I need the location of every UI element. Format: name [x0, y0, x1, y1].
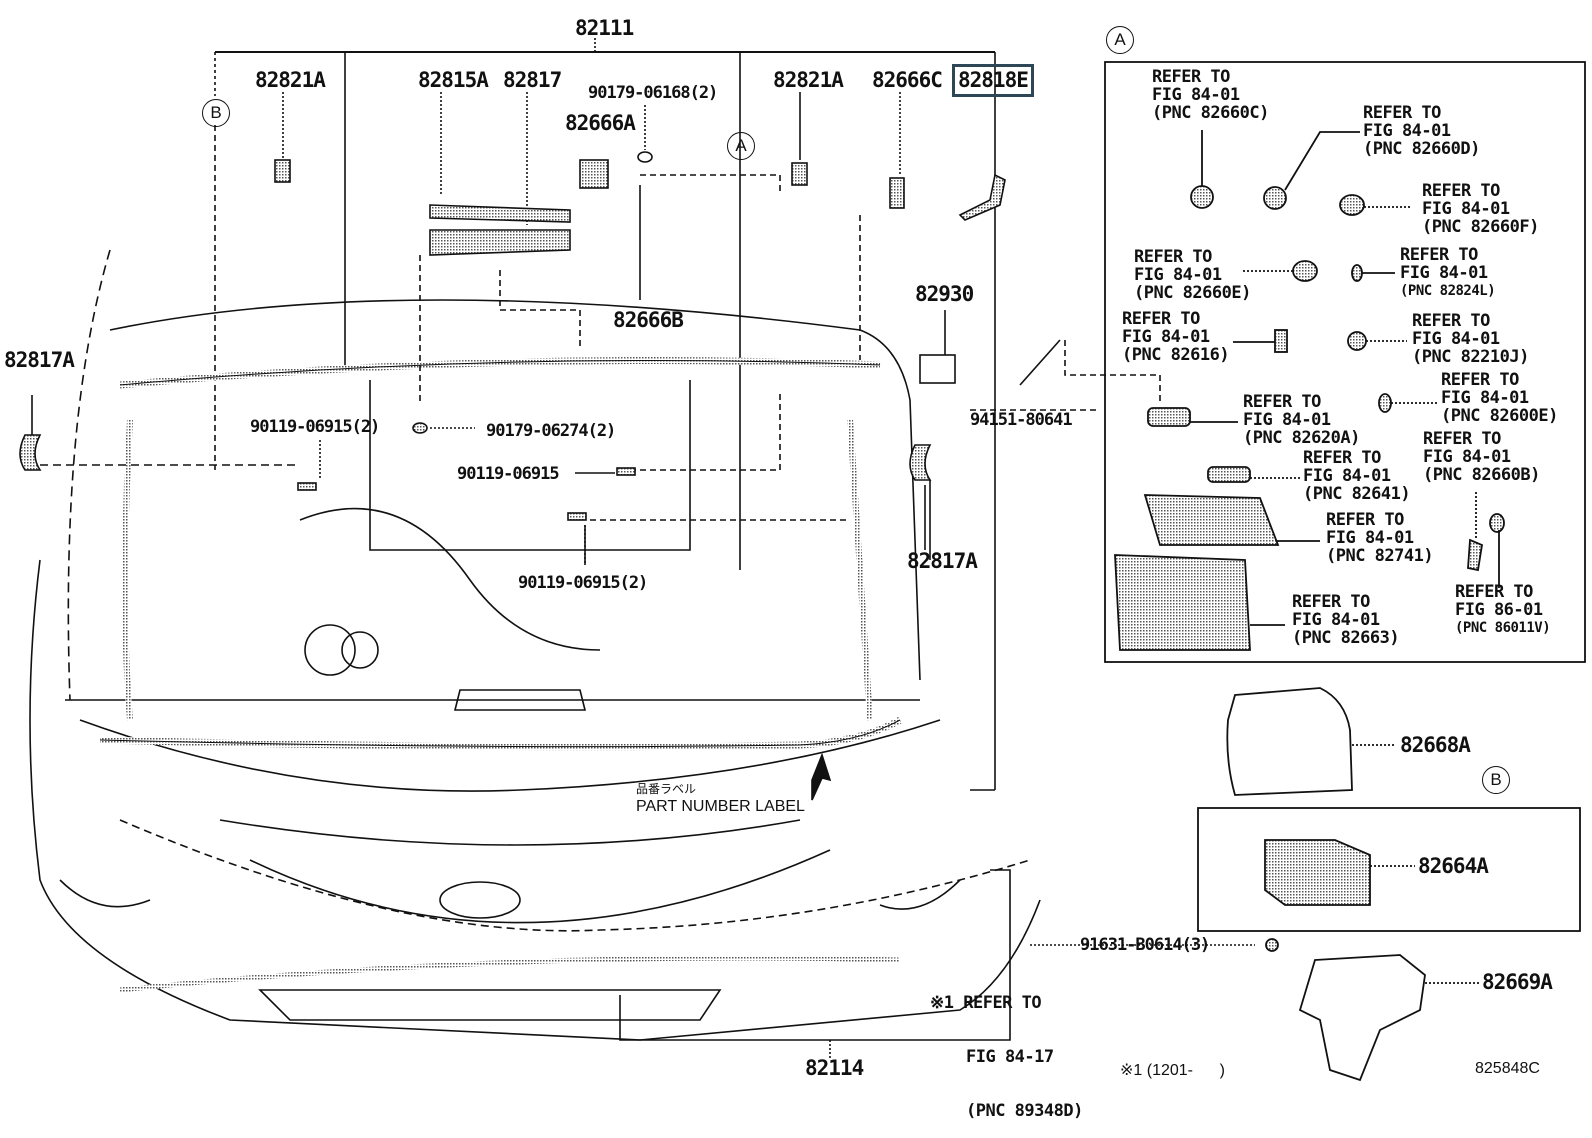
callout-a-main: A [727, 132, 755, 160]
callout-a-box: A [1106, 26, 1134, 54]
wiring-diagram-drawing [19, 38, 1586, 1082]
part-82815a-label[interactable]: 82815A [418, 68, 489, 92]
part-82669a-label[interactable]: 82669A [1482, 970, 1553, 994]
footnote-range: ※1 (1201- ) [1120, 1062, 1225, 1079]
part-82666c-label[interactable]: 82666C [872, 68, 943, 92]
part-82114-label[interactable]: 82114 [805, 1056, 864, 1080]
part-82668a-label[interactable]: 82668A [1400, 733, 1471, 757]
callout-b-box: B [1482, 766, 1510, 794]
part-91631-b0614-label[interactable]: 91631-B0614(3) [1080, 935, 1210, 955]
footnote-mark: ※1 [930, 993, 954, 1013]
part-90119-06915-2a-label[interactable]: 90119-06915(2) [250, 417, 380, 437]
callout-b-main: B [202, 99, 230, 127]
part-82821a-right-label[interactable]: 82821A [773, 68, 844, 92]
part-82664a-label[interactable]: 82664A [1418, 854, 1489, 878]
part-82821a-left-label[interactable]: 82821A [255, 68, 326, 92]
figure-code: 825848C [1475, 1060, 1540, 1077]
part-90179-06274-label[interactable]: 90179-06274(2) [486, 421, 616, 441]
part-82817-label[interactable]: 82817 [503, 68, 562, 92]
part-82817a-right-label[interactable]: 82817A [907, 549, 978, 573]
part-82666b-label[interactable]: 82666B [613, 308, 684, 332]
part-82111-label[interactable]: 82111 [575, 16, 634, 40]
part-90179-06168-label[interactable]: 90179-06168(2) [588, 83, 718, 103]
part-82666a-label[interactable]: 82666A [565, 111, 636, 135]
part-82930-label[interactable]: 82930 [915, 282, 974, 306]
front-refer-note[interactable]: ※1 REFER TO FIG 84-17 (PNC 89348D) [930, 993, 1083, 1121]
part-82818e-label-highlighted[interactable]: 82818E [952, 64, 1034, 97]
part-number-label-jp: 品番ラベル [636, 782, 697, 796]
part-82817a-left-label[interactable]: 82817A [4, 348, 75, 372]
part-number-label-en: PART NUMBER LABEL [636, 798, 805, 815]
part-90119-06915-label[interactable]: 90119-06915 [457, 464, 560, 484]
part-94151-80641-label[interactable]: 94151-80641 [970, 410, 1073, 430]
part-90119-06915-2b-label[interactable]: 90119-06915(2) [518, 573, 648, 593]
